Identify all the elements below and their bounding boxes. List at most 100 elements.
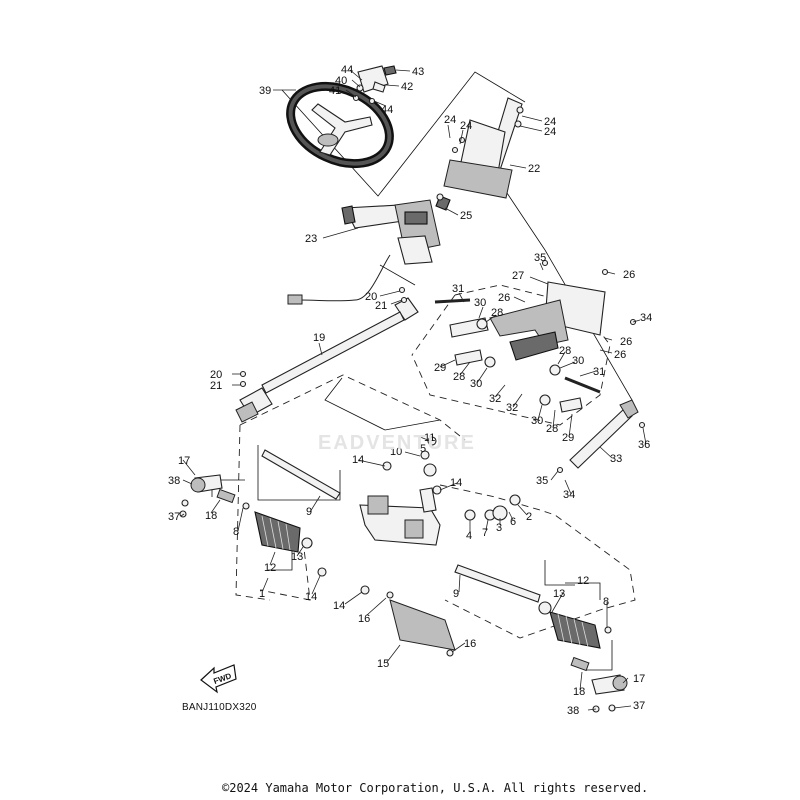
callout-44: 44: [341, 64, 353, 76]
callout-9-b: 9: [453, 588, 459, 600]
callout-40: 40: [335, 75, 347, 87]
rod-box-left: [257, 445, 341, 501]
callout-8: 8: [233, 526, 239, 538]
callout-41: 41: [329, 85, 341, 97]
callout-33: 33: [610, 453, 622, 465]
fasteners: [179, 193, 646, 713]
callout-8-b: 8: [603, 596, 609, 608]
callout-31-b: 31: [593, 366, 605, 378]
callout-7: 7: [482, 527, 488, 539]
callout-24-c: 24: [444, 114, 456, 126]
callout-labels: 39 44 40 41 42 43 44 22 24 24 24 24 25 2…: [168, 64, 652, 717]
callout-38: 38: [168, 475, 180, 487]
callout-22: 22: [528, 163, 540, 175]
leader-lines: [180, 69, 647, 711]
lower-shaft: [569, 399, 639, 469]
callout-21: 21: [375, 300, 387, 312]
callout-6: 6: [510, 516, 516, 528]
boots: [254, 511, 601, 649]
callout-42: 42: [401, 81, 413, 93]
callout-27: 27: [512, 270, 524, 282]
steering-column: [435, 97, 524, 211]
callout-29-b: 29: [562, 432, 574, 444]
horn-cap-parts: [352, 65, 397, 105]
pedal-group-outline: [411, 284, 611, 426]
callout-5: 5: [420, 443, 426, 455]
callout-30-d: 30: [531, 415, 543, 427]
rack-group-outline-right: [439, 484, 636, 639]
watermark: EADVENTURE: [318, 432, 476, 454]
callout-35: 35: [534, 252, 546, 264]
callout-25: 25: [460, 210, 472, 222]
callout-20: 20: [365, 291, 377, 303]
callout-24-b: 24: [544, 126, 556, 138]
callout-31: 31: [452, 283, 464, 295]
callout-21-b: 21: [210, 380, 222, 392]
callout-13-b: 13: [553, 588, 565, 600]
callout-32-b: 32: [506, 402, 518, 414]
callout-44-lower: 44: [381, 104, 393, 116]
callout-37: 37: [168, 511, 180, 523]
copyright-notice: ©2024 Yamaha Motor Corporation, U.S.A. A…: [222, 781, 649, 795]
callout-38-b: 38: [567, 705, 579, 717]
callout-10: 10: [390, 446, 402, 458]
callout-14-c: 14: [305, 591, 317, 603]
callout-26: 26: [623, 269, 635, 281]
callout-18: 18: [205, 510, 217, 522]
callout-26-b: 26: [498, 292, 510, 304]
callout-30: 30: [474, 297, 486, 309]
callout-15: 15: [377, 658, 389, 670]
group-outlines: [211, 71, 636, 671]
boot-group-outline: [259, 539, 311, 601]
joint-box: [324, 377, 441, 431]
callout-14: 14: [352, 454, 364, 466]
callout-12-b: 12: [577, 575, 589, 587]
boot-box-right: [544, 560, 575, 586]
callout-16: 16: [358, 613, 370, 625]
callout-13: 13: [291, 551, 303, 563]
callout-34: 34: [640, 312, 652, 324]
callout-2: 2: [526, 511, 532, 523]
callout-28-c: 28: [453, 371, 465, 383]
callout-11: 11: [424, 432, 435, 444]
column-to-joint-line: [379, 264, 416, 286]
rack-and-pinion: [261, 436, 541, 651]
intermediate-shaft: [235, 297, 419, 423]
callout-35-b: 35: [536, 475, 548, 487]
callout-24: 24: [544, 116, 556, 128]
callout-18-b: 18: [573, 686, 585, 698]
pedal-group-outline-left: [411, 294, 456, 356]
callout-23: 23: [305, 233, 317, 245]
callout-28: 28: [491, 307, 503, 319]
callout-26-d: 26: [614, 349, 626, 361]
callout-36: 36: [638, 439, 650, 451]
callout-28-b: 28: [559, 345, 571, 357]
tie-rod-ends: [190, 474, 628, 695]
pedal-assembly: [434, 281, 606, 413]
eps-unit: [287, 199, 441, 305]
callout-17-b: 17: [633, 673, 645, 685]
rack-group-outline-left: [235, 424, 271, 601]
callout-30-b: 30: [572, 355, 584, 367]
callout-16-b: 16: [464, 638, 476, 650]
rod-box-right: [565, 582, 601, 600]
column-to-bracket-line: [504, 189, 546, 251]
callout-43: 43: [412, 66, 424, 78]
callout-26-c: 26: [620, 336, 632, 348]
callout-30-c: 30: [470, 378, 482, 390]
callout-12: 12: [264, 562, 276, 574]
callout-14-b: 14: [450, 477, 462, 489]
forward-arrow-icon: FWD: [200, 664, 237, 694]
callout-39: 39: [259, 85, 271, 97]
diagram-code: BANJ110DX320: [182, 702, 257, 713]
callout-32: 32: [489, 393, 501, 405]
callout-29: 29: [434, 362, 446, 374]
callout-4: 4: [466, 530, 472, 542]
callout-14-d: 14: [333, 600, 345, 612]
callout-19: 19: [313, 332, 325, 344]
callout-17: 17: [178, 455, 190, 467]
callout-34-b: 34: [563, 489, 575, 501]
tie-rod-box-right: [585, 640, 613, 671]
callout-3: 3: [496, 522, 502, 534]
